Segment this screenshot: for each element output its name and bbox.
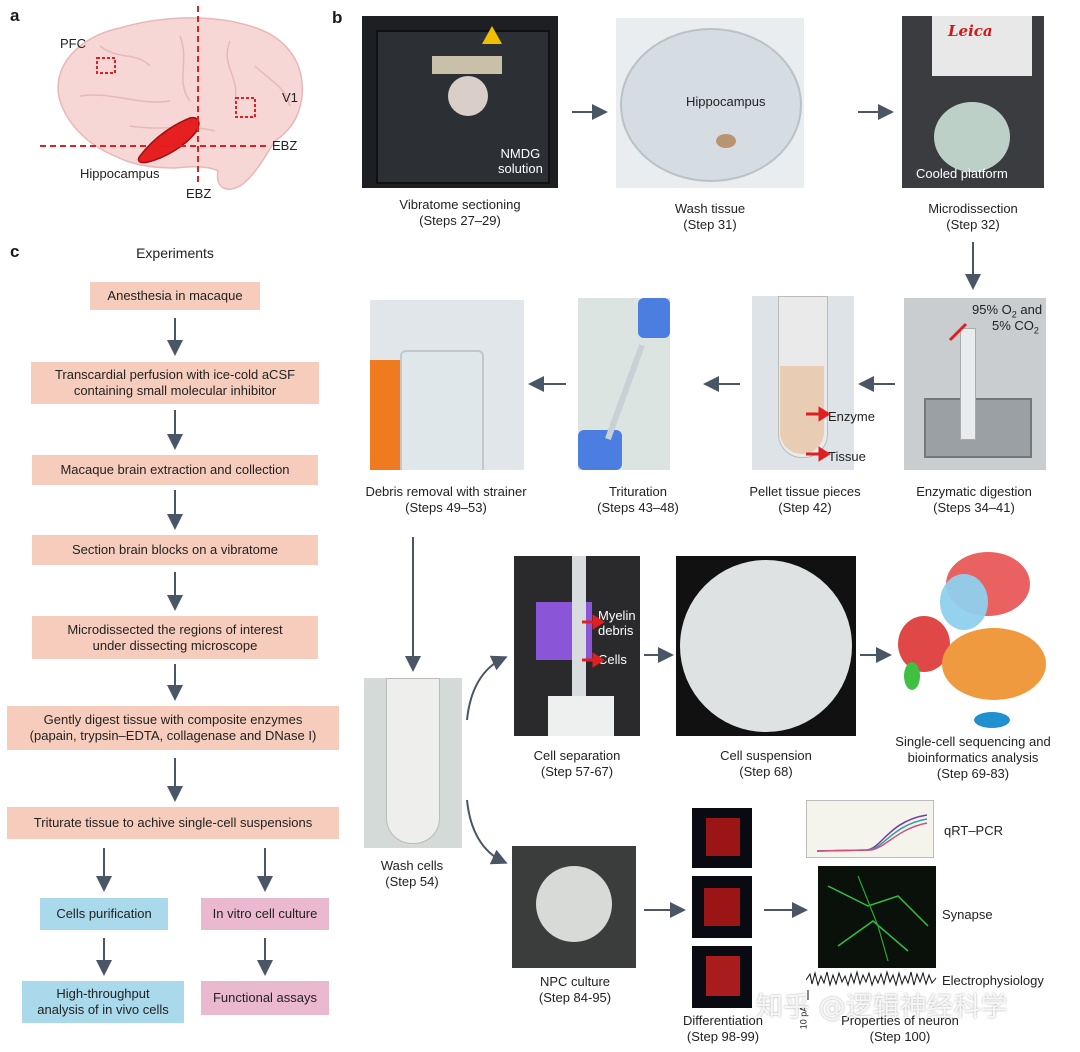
pellet-caption: Pellet tissue pieces(Step 42) (749, 484, 861, 515)
step-microdissect: Microdissected the regions of interest u… (32, 616, 318, 659)
wash-cells-photo (364, 678, 462, 848)
electrophysiology-label: Electrophysiology (942, 973, 1044, 988)
ebz-horizontal-label: EBZ (272, 138, 298, 153)
functional-assays-box: Functional assays (201, 981, 329, 1015)
strainer-photo (370, 300, 524, 470)
differentiation-image-3 (692, 946, 752, 1008)
gas-o2-label: 95% O2 and (972, 302, 1043, 320)
cell-separation-photo (514, 556, 640, 736)
properties-caption: Properties of neuron(Step 100) (841, 1013, 959, 1044)
pfc-label: PFC (60, 36, 86, 51)
qrt-pcr-plot (806, 800, 934, 858)
cooled-platform-overlay: Cooled platform (916, 166, 1008, 181)
sequencing-caption: Single-cell sequencing and bioinformatic… (895, 734, 1051, 781)
enzyme-label: Enzyme (828, 409, 875, 424)
ebz-vertical-label: EBZ (186, 186, 212, 201)
vibratome-caption: Vibratome sectioning(Steps 27–29) (399, 197, 521, 228)
high-throughput-box: High-throughput analysis of in vivo cell… (22, 981, 184, 1023)
tsne-plot (898, 552, 1046, 728)
cell-suspension-photo (676, 556, 856, 736)
microdissection-photo: Leica (902, 16, 1044, 188)
digestion-caption: Enzymatic digestion(Steps 34–41) (916, 484, 1032, 515)
leica-logo: Leica (948, 22, 993, 40)
step-section-blocks: Section brain blocks on a vibratome (32, 535, 318, 565)
watermark: 知乎 @逻辑神经科学 (756, 992, 1008, 1023)
panel-letter-c: c (10, 242, 20, 261)
wash-tissue-photo (616, 18, 804, 188)
step-triturate: Triturate tissue to achive single-cell s… (7, 807, 339, 839)
trituration-caption: Trituration(Steps 43–48) (597, 484, 679, 515)
step-brain-extraction: Macaque brain extraction and collection (32, 455, 318, 485)
in-vitro-culture-box: In vitro cell culture (201, 898, 329, 930)
panel-letter-b: b (332, 8, 343, 27)
debris-caption: Debris removal with strainer(Steps 49–53… (365, 484, 527, 515)
electrophysiology-trace (806, 970, 937, 1000)
microdissection-caption: Microdissection(Step 32) (928, 201, 1018, 232)
differentiation-image-2 (692, 876, 752, 938)
npc-culture-photo (512, 846, 636, 968)
step-anesthesia: Anesthesia in macaque (90, 282, 260, 310)
hippocampus-overlay: Hippocampus (686, 94, 766, 109)
trituration-photo (578, 298, 670, 470)
cells-overlay: Cells (598, 652, 627, 667)
brain-illustration (40, 6, 304, 190)
wash-cells-caption: Wash cells(Step 54) (380, 858, 444, 889)
differentiation-caption: Differentiation(Step 98-99) (683, 1013, 763, 1044)
wash-tissue-caption: Wash tissue(Step 31) (674, 201, 746, 232)
synapse-image (818, 866, 936, 968)
nmdg-overlay: NMDG solution (498, 146, 543, 176)
step-digest: Gently digest tissue with composite enzy… (7, 706, 339, 750)
vibratome-photo (362, 16, 558, 188)
qrt-pcr-label: qRT–PCR (944, 823, 1004, 838)
tissue-label: Tissue (828, 449, 866, 464)
gas-co2-label: 5% CO2 (992, 318, 1039, 336)
synapse-label: Synapse (942, 907, 993, 922)
cells-purification-box: Cells purification (40, 898, 168, 930)
digestion-photo (904, 298, 1046, 470)
myelin-debris-overlay: Myelin debris (598, 608, 636, 638)
hippocampus-label: Hippocampus (80, 166, 160, 181)
cell-suspension-caption: Cell suspension(Step 68) (720, 748, 812, 779)
v1-label: V1 (282, 90, 298, 105)
pellet-photo (752, 296, 854, 470)
step-perfusion: Transcardial perfusion with ice-cold aCS… (31, 362, 319, 404)
experiments-header: Experiments (136, 245, 214, 261)
cell-separation-caption: Cell separation(Step 57-67) (533, 748, 621, 779)
differentiation-image-1 (692, 808, 752, 868)
panel-letter-a: a (10, 6, 20, 25)
npc-caption: NPC culture(Step 84-95) (538, 974, 612, 1005)
